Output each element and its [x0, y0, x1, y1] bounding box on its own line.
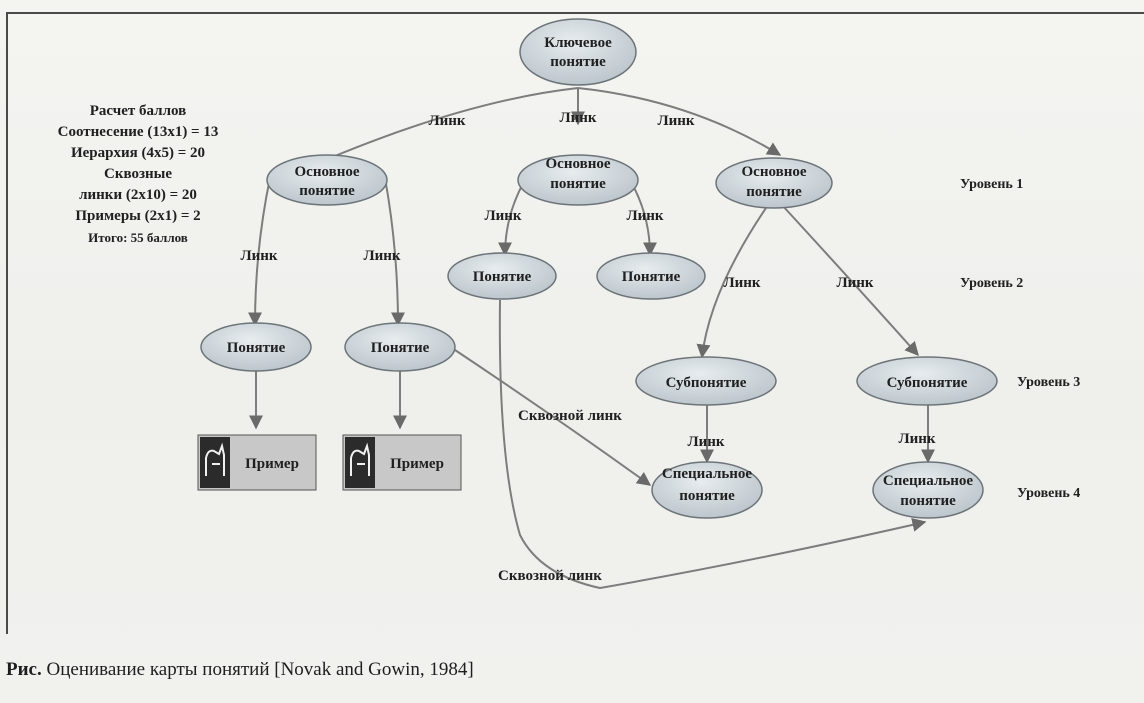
link-label: Линк — [657, 113, 694, 129]
node-special-concept-1: Специальное понятие — [651, 461, 763, 519]
level-4-label: Уровень 4 — [1017, 486, 1080, 501]
link-label: Линк — [484, 208, 521, 224]
main-concept-3-line1: Основное — [742, 164, 807, 180]
level-1-label: Уровень 1 — [960, 177, 1023, 192]
link-label: Линк — [836, 275, 873, 291]
edge-key-main1 — [329, 87, 579, 159]
link-label: Линк — [723, 275, 760, 291]
special-concept-2-line2: понятие — [900, 493, 956, 509]
example-1-icon — [205, 442, 225, 476]
node-main-concept-2: Основное понятие — [517, 154, 639, 206]
level-3-label: Уровень 3 — [1017, 375, 1080, 390]
caption-prefix: Рис. — [6, 659, 42, 680]
main-concept-1-line1: Основное — [295, 164, 360, 180]
main-concept-2-line1: Основное — [546, 156, 611, 172]
connectors — [248, 87, 935, 590]
edge-crosslink-1 — [454, 349, 652, 486]
link-label: Линк — [626, 208, 663, 224]
figure-caption: Рис. Оценивание карты понятий [Novak and… — [6, 659, 474, 681]
edge-main3-sub1 — [696, 204, 769, 359]
link-label: Линк — [240, 248, 277, 264]
main-concept-3-line2: понятие — [746, 184, 802, 200]
link-label: Линк — [898, 431, 935, 447]
node-concept-2: Понятие — [344, 322, 456, 372]
node-concept-1: Понятие — [200, 322, 312, 372]
scoring-line: Примеры (2х1) = 2 — [75, 208, 201, 224]
node-concept-3: Понятие — [447, 252, 557, 300]
special-concept-1-line2: понятие — [679, 488, 735, 504]
example-box-1: Пример — [197, 434, 317, 491]
caption-text: Оценивание карты понятий [Novak and Gowi… — [41, 659, 474, 680]
edge-key-main3 — [577, 87, 782, 156]
link-label: Линк — [559, 110, 596, 126]
scoring-line: Соотнесение (13х1) = 13 — [57, 124, 219, 140]
edge-crosslink-2 — [498, 299, 927, 590]
concept-2-label: Понятие — [371, 340, 430, 356]
node-concept-4: Понятие — [596, 252, 706, 300]
cross-link-label-2: Сквозной линк — [498, 568, 602, 584]
concept-4-label: Понятие — [622, 269, 681, 285]
node-main-concept-3: Основное понятие — [715, 157, 833, 209]
node-subconcept-2: Субпонятие — [856, 356, 998, 406]
scoring-block: Расчет баллов Соотнесение (13х1) = 13 Ие… — [18, 101, 258, 248]
key-concept-line1: Ключевое — [544, 35, 612, 51]
scoring-line: Сквозные — [103, 166, 172, 182]
edge-main1-concept2 — [384, 177, 405, 327]
main-concept-2-line2: понятие — [550, 176, 606, 192]
link-label: Линк — [687, 434, 724, 450]
example-box-2: Пример — [342, 434, 462, 491]
link-label: Линк — [428, 113, 465, 129]
scoring-title: Расчет баллов — [89, 103, 187, 119]
subconcept-1-label: Субпонятие — [666, 375, 747, 391]
node-subconcept-1: Субпонятие — [635, 356, 777, 406]
edge-main1-concept1 — [248, 177, 271, 327]
key-concept-line2: понятие — [550, 54, 606, 70]
special-concept-2-line1: Специальное — [883, 473, 974, 489]
level-2-label: Уровень 2 — [960, 276, 1023, 291]
link-label: Линк — [363, 248, 400, 264]
edge-main3-sub2 — [781, 204, 919, 357]
concept-3-label: Понятие — [473, 269, 532, 285]
example-1-label: Пример — [245, 456, 299, 472]
main-concept-1-line2: понятие — [299, 183, 355, 199]
scoring-line: линки (2х10) = 20 — [79, 187, 197, 203]
node-main-concept-1: Основное понятие — [266, 154, 388, 206]
example-2-label: Пример — [390, 456, 444, 472]
concept-1-label: Понятие — [227, 340, 286, 356]
node-special-concept-2: Специальное понятие — [872, 461, 984, 519]
example-2-icon — [350, 442, 370, 476]
scoring-line: Иерархия (4х5) = 20 — [70, 145, 206, 161]
subconcept-2-label: Субпонятие — [887, 375, 968, 391]
node-key-concept: Ключевое понятие — [519, 18, 637, 86]
special-concept-1-line1: Специальное — [662, 466, 753, 482]
cross-link-label-1: Сквозной линк — [518, 408, 622, 424]
scoring-total: Итого: 55 баллов — [88, 230, 188, 245]
figure-frame — [6, 12, 1144, 634]
